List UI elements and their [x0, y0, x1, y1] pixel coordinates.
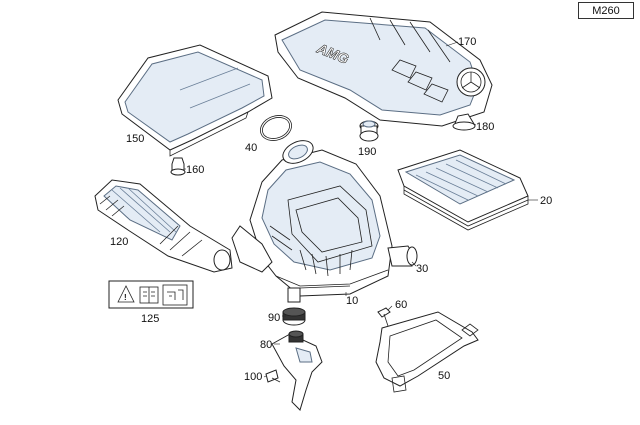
rubber-buffer-part-90[interactable]	[282, 307, 306, 326]
svg-text:!: !	[124, 293, 127, 302]
bracket-part-80[interactable]	[271, 330, 323, 411]
callout-180: 180	[476, 121, 494, 133]
frame-bracket-part[interactable]	[375, 311, 479, 393]
callout-160: 160	[186, 164, 204, 176]
callout-170: 170	[458, 36, 476, 48]
callout-190: 190	[358, 146, 376, 158]
grommet-part-180[interactable]	[452, 113, 476, 131]
air-filter-housing-part[interactable]	[231, 136, 418, 303]
screw-part-60[interactable]	[377, 307, 391, 327]
air-filter-element-part[interactable]	[397, 149, 529, 231]
model-code-label: M260	[592, 4, 620, 17]
warning-label-part[interactable]: !	[108, 280, 194, 309]
callout-20: 20	[540, 195, 552, 207]
callout-40: 40	[245, 142, 257, 154]
callout-120: 120	[110, 236, 128, 248]
callout-10: 10	[346, 295, 358, 307]
cover-plate-part[interactable]	[117, 44, 273, 157]
callout-100: 100	[244, 371, 262, 383]
callout-30: 30	[416, 263, 428, 275]
ring-part-40[interactable]	[257, 111, 295, 144]
callout-50: 50	[438, 370, 450, 382]
intake-duct-part[interactable]	[94, 179, 233, 273]
model-code-box: M260	[578, 2, 634, 19]
callout-60: 60	[395, 299, 407, 311]
grommet-part-190[interactable]	[359, 120, 379, 142]
callout-150: 150	[126, 133, 144, 145]
callout-80: 80	[260, 339, 272, 351]
callout-125: 125	[141, 313, 159, 325]
callout-90: 90	[268, 312, 280, 324]
bolt-part-100[interactable]	[265, 369, 281, 383]
engine-cover-part[interactable]: AMG	[274, 11, 493, 127]
clip-part-160[interactable]	[170, 157, 186, 176]
